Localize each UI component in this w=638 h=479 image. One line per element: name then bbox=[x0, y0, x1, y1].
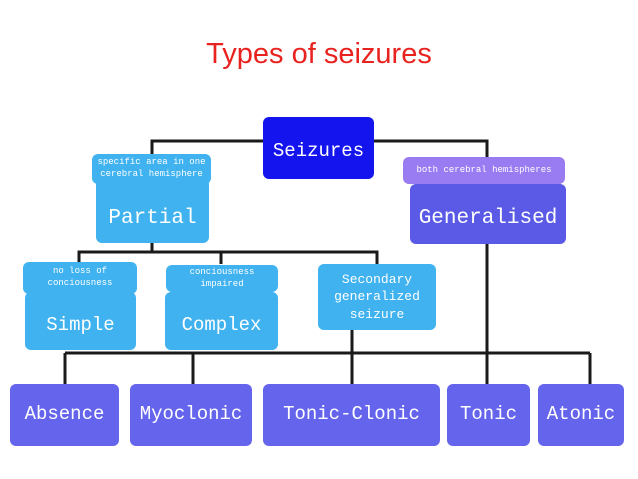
node-tonic-clonic: Tonic-Clonic bbox=[263, 384, 440, 446]
diagram-title: Types of seizures bbox=[206, 38, 432, 70]
note-generalised: both cerebral hemispheres bbox=[403, 157, 565, 184]
node-tonic-label: Tonic bbox=[459, 403, 517, 426]
note-simple-text: no loss of conciousness bbox=[47, 266, 113, 288]
note-complex-text: conciousness impaired bbox=[189, 266, 255, 289]
node-absence: Absence bbox=[10, 384, 119, 446]
node-complex-label: Complex bbox=[181, 314, 262, 337]
node-simple: Simple bbox=[25, 292, 136, 350]
node-secondary-label: Secondary generalized seizure bbox=[334, 271, 420, 322]
node-tonic: Tonic bbox=[447, 384, 530, 446]
node-myoclonic-label: Myoclonic bbox=[139, 403, 243, 426]
note-partial: specific area in one cerebral hemisphere bbox=[92, 154, 211, 184]
node-simple-label: Simple bbox=[46, 314, 115, 337]
note-partial-text: specific area in one cerebral hemisphere bbox=[97, 157, 206, 179]
node-secondary-generalized: Secondary generalized seizure bbox=[318, 264, 436, 330]
note-complex: conciousness impaired bbox=[166, 265, 278, 292]
connector-partial-branches bbox=[77, 250, 379, 264]
node-generalised: Generalised bbox=[410, 184, 566, 244]
node-partial-label: Partial bbox=[108, 207, 197, 231]
node-atonic: Atonic bbox=[538, 384, 624, 446]
node-generalised-label: Generalised bbox=[418, 206, 558, 230]
node-partial: Partial bbox=[96, 178, 209, 243]
node-complex: Complex bbox=[165, 292, 278, 350]
node-myoclonic: Myoclonic bbox=[130, 384, 252, 446]
node-atonic-label: Atonic bbox=[546, 403, 616, 426]
node-tonic-clonic-label: Tonic-Clonic bbox=[283, 403, 420, 426]
note-generalised-text: both cerebral hemispheres bbox=[416, 164, 552, 175]
node-seizures: Seizures bbox=[263, 117, 374, 179]
node-absence-label: Absence bbox=[24, 403, 105, 426]
node-seizures-label: Seizures bbox=[272, 140, 365, 162]
note-simple: no loss of conciousness bbox=[23, 262, 137, 294]
